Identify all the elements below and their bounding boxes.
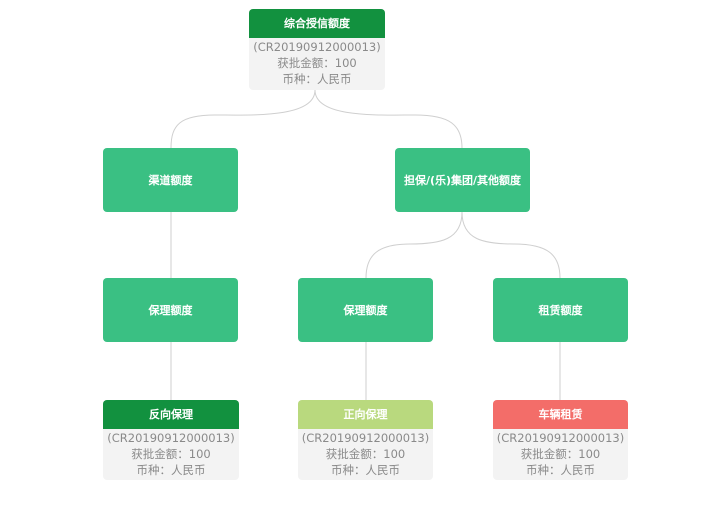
reverse-factoring-card[interactable]: 反向保理 (CR20190912000013) 获批金额：100 币种：人民币 (103, 400, 239, 480)
reverse-factoring-currency-row: 币种：人民币 (103, 462, 239, 478)
amount-value: 100 (334, 56, 357, 70)
currency-value: 人民币 (560, 463, 596, 477)
amount-label: 获批金额： (277, 56, 335, 70)
amount-label: 获批金额： (131, 447, 189, 461)
factoring-quota-node-middle[interactable]: 保理额度 (298, 278, 433, 342)
reverse-factoring-amount-row: 获批金额：100 (103, 446, 239, 462)
root-credit-amount-row: 获批金额：100 (249, 55, 385, 71)
amount-value: 100 (188, 447, 211, 461)
vehicle-leasing-amount-row: 获批金额：100 (493, 446, 628, 462)
vehicle-leasing-code: (CR20190912000013) (496, 431, 625, 445)
root-credit-title: 综合授信额度 (249, 9, 385, 38)
vehicle-leasing-card[interactable]: 车辆租赁 (CR20190912000013) 获批金额：100 币种：人民币 (493, 400, 628, 480)
forward-factoring-amount-row: 获批金额：100 (298, 446, 433, 462)
edge-root-channel (170, 89, 316, 149)
reverse-factoring-code: (CR20190912000013) (107, 431, 235, 445)
edge-guarantee-factoring (365, 211, 463, 279)
forward-factoring-code: (CR20190912000013) (301, 431, 430, 445)
factoring-quota-node-left[interactable]: 保理额度 (103, 278, 238, 342)
root-credit-body: (CR20190912000013) 获批金额：100 币种：人民币 (249, 38, 385, 87)
amount-label: 获批金额： (325, 447, 384, 461)
amount-value: 100 (578, 447, 601, 461)
reverse-factoring-title: 反向保理 (103, 400, 239, 429)
amount-label: 获批金额： (520, 447, 579, 461)
forward-factoring-body: (CR20190912000013) 获批金额：100 币种：人民币 (298, 429, 433, 478)
root-credit-currency-row: 币种：人民币 (249, 71, 385, 87)
currency-label: 币种： (331, 463, 366, 477)
currency-label: 币种： (136, 463, 172, 477)
vehicle-leasing-currency-row: 币种：人民币 (493, 462, 628, 478)
currency-label: 币种： (526, 463, 561, 477)
currency-value: 人民币 (171, 463, 206, 477)
reverse-factoring-body: (CR20190912000013) 获批金额：100 币种：人民币 (103, 429, 239, 478)
channel-quota-node[interactable]: 渠道额度 (103, 148, 238, 212)
root-credit-card[interactable]: 综合授信额度 (CR20190912000013) 获批金额：100 币种：人民… (249, 9, 385, 90)
leasing-quota-node[interactable]: 租赁额度 (493, 278, 628, 342)
currency-value: 人民币 (365, 463, 401, 477)
currency-value: 人民币 (317, 72, 352, 86)
edge-guarantee-leasing (461, 211, 561, 279)
forward-factoring-title: 正向保理 (298, 400, 433, 429)
edge-root-guarantee (314, 89, 463, 149)
root-credit-code: (CR20190912000013) (253, 40, 381, 54)
amount-value: 100 (383, 447, 406, 461)
currency-label: 币种： (282, 72, 318, 86)
vehicle-leasing-body: (CR20190912000013) 获批金额：100 币种：人民币 (493, 429, 628, 478)
guarantee-group-other-quota-node[interactable]: 担保/(乐)集团/其他额度 (395, 148, 530, 212)
forward-factoring-card[interactable]: 正向保理 (CR20190912000013) 获批金额：100 币种：人民币 (298, 400, 433, 480)
vehicle-leasing-title: 车辆租赁 (493, 400, 628, 429)
forward-factoring-currency-row: 币种：人民币 (298, 462, 433, 478)
